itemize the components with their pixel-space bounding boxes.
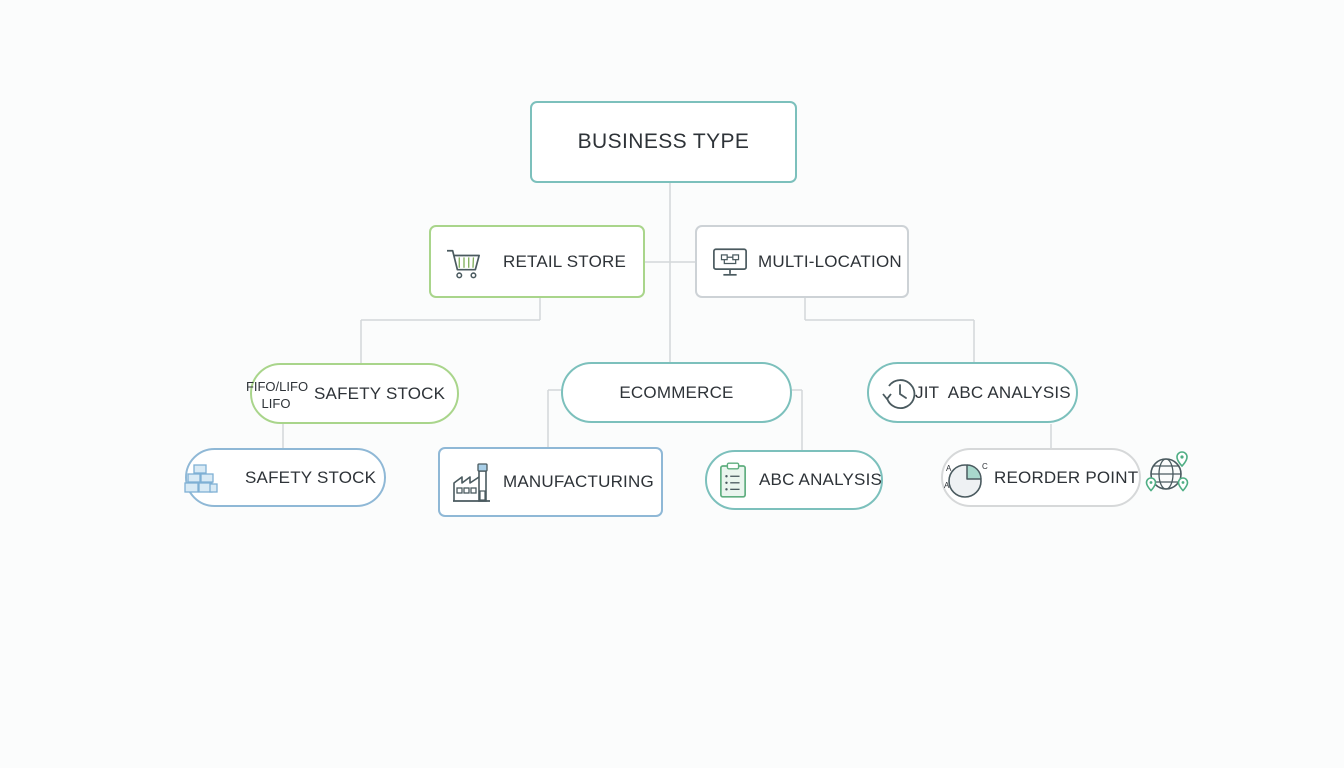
clock-arrow-icon [882, 379, 916, 409]
pie-letter-a-top: A [946, 464, 952, 473]
ecommerce-label: ECOMMERCE [619, 382, 734, 402]
pie-letter-a-bottom: A [944, 481, 950, 490]
business-type-node[interactable]: BUSINESS TYPE [530, 101, 797, 183]
jit-abc-analysis-label: JIT ABC ANALYSIS [915, 382, 1071, 402]
clipboard-icon [720, 462, 746, 498]
globe-pins-icon [1145, 451, 1189, 492]
pie-letter-c: C [982, 462, 988, 471]
multi-location-node[interactable]: MULTI-LOCATION [695, 225, 909, 298]
safety-stock-top-label: SAFETY STOCK [314, 383, 446, 403]
monitor-icon [713, 248, 747, 276]
business-type-label: BUSINESS TYPE [577, 130, 750, 153]
boxes-icon [184, 464, 218, 493]
jit-abc-analysis-node[interactable]: JIT ABC ANALYSIS [867, 362, 1078, 423]
retail-store-label: RETAIL STORE [503, 251, 627, 271]
safety-stock-top-node[interactable]: SAFETY STOCK [250, 363, 459, 424]
safety-stock-bottom-label: SAFETY STOCK [245, 467, 377, 487]
abc-analysis-label: ABC ANALYSIS [759, 470, 883, 489]
reorder-point-node[interactable]: A A C REORDER POINT [941, 448, 1141, 507]
multi-location-label: MULTI-LOCATION [758, 251, 902, 271]
pie-chart-icon: A A C [944, 462, 988, 498]
factory-icon [453, 463, 490, 502]
fifo-lifo-line2: LIFO [261, 396, 291, 411]
safety-stock-bottom-node[interactable]: SAFETY STOCK [184, 448, 386, 507]
manufacturing-label: MANUFACTURING [503, 472, 654, 491]
retail-store-node[interactable]: RETAIL STORE [429, 225, 645, 298]
fifo-lifo-badge: FIFO/LIFO LIFO [244, 378, 310, 412]
ecommerce-node[interactable]: ECOMMERCE [561, 362, 792, 423]
shopping-cart-icon [447, 249, 480, 279]
reorder-point-label: REORDER POINT [994, 467, 1139, 487]
fifo-lifo-line1: FIFO/LIFO [245, 379, 309, 394]
manufacturing-node[interactable]: MANUFACTURING [438, 447, 663, 517]
abc-analysis-node[interactable]: ABC ANALYSIS [705, 450, 883, 510]
